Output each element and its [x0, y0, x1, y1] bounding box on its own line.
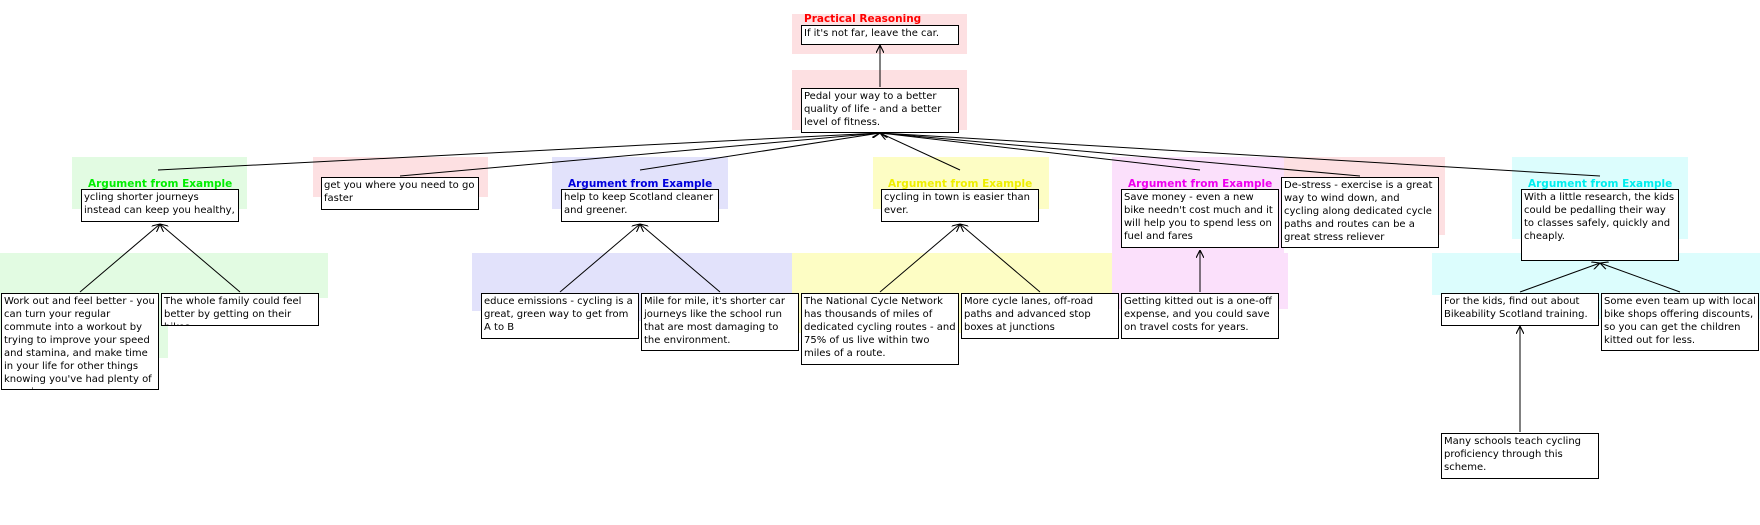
node-lanes[interactable]: More cycle lanes, off-road paths and adv… — [961, 293, 1119, 339]
edge-workout-to-healthy — [79, 224, 160, 293]
edge-mile-to-greener — [640, 224, 721, 293]
edge-easier-to-pedal — [880, 133, 961, 171]
edge-emissions-to-greener — [559, 224, 640, 293]
scheme-label-example-green: Argument from Example — [88, 178, 233, 190]
node-save-money[interactable]: Save money - even a new bike needn't cos… — [1121, 189, 1279, 248]
edge-bikeability-to-kids — [1519, 263, 1600, 293]
node-kids[interactable]: With a little research, the kids could b… — [1521, 189, 1679, 261]
node-network[interactable]: The National Cycle Network has thousands… — [801, 293, 959, 365]
node-emissions[interactable]: educe emissions - cycling is a great, gr… — [481, 293, 639, 339]
scheme-label-example-cyan: Argument from Example — [1528, 178, 1673, 190]
node-healthy[interactable]: ycling shorter journeys instead can keep… — [81, 189, 239, 222]
edge-savemoney-to-pedal — [880, 133, 1201, 171]
node-shops[interactable]: Some even team up with local bike shops … — [1601, 293, 1759, 351]
node-workout[interactable]: Work out and feel better - you can turn … — [1, 293, 159, 390]
node-kitted[interactable]: Getting kitted out is a one-off expense,… — [1121, 293, 1279, 339]
edge-faster-to-pedal — [399, 133, 880, 177]
node-mile[interactable]: Mile for mile, it's shorter car journeys… — [641, 293, 799, 351]
node-faster[interactable]: get you where you need to go faster — [321, 177, 479, 210]
edge-network-to-easier — [879, 224, 960, 293]
scheme-label-practical: Practical Reasoning — [804, 13, 922, 25]
node-schools[interactable]: Many schools teach cycling proficiency t… — [1441, 433, 1599, 479]
edge-healthy-to-pedal — [157, 133, 880, 171]
node-easier[interactable]: cycling in town is easier than ever. — [881, 189, 1039, 222]
edge-greener-to-pedal — [639, 133, 880, 171]
edge-family-to-healthy — [160, 224, 241, 293]
edge-shops-to-kids — [1600, 263, 1681, 293]
edge-destress-to-pedal — [880, 133, 1361, 177]
scheme-label-example-magenta: Argument from Example — [1128, 178, 1273, 190]
edge-kids-to-pedal — [880, 133, 1601, 177]
node-bikeability[interactable]: For the kids, find out about Bikeability… — [1441, 293, 1599, 326]
scheme-label-example-blue: Argument from Example — [568, 178, 713, 190]
node-greener[interactable]: help to keep Scotland cleaner and greene… — [561, 189, 719, 222]
node-destress[interactable]: De-stress - exercise is a great way to w… — [1281, 177, 1439, 248]
node-pedal[interactable]: Pedal your way to a better quality of li… — [801, 88, 959, 133]
edge-lanes-to-easier — [960, 224, 1041, 293]
node-family[interactable]: The whole family could feel better by ge… — [161, 293, 319, 326]
scheme-label-example-yellow: Argument from Example — [888, 178, 1033, 190]
node-conclusion[interactable]: If it's not far, leave the car. — [801, 25, 959, 45]
